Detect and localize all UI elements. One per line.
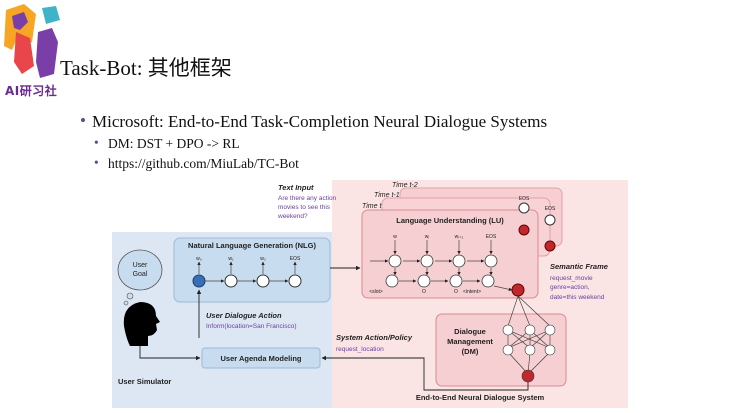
- semantic-frame-line: genre=action,: [550, 284, 590, 291]
- system-action-value: request_location: [336, 346, 384, 353]
- semantic-frame-line: date=this weekend: [550, 294, 605, 301]
- user-dialogue-action-value: Inform(location=San Francisco): [206, 323, 297, 330]
- user-goal-cloud-icon: [117, 249, 163, 306]
- e2e-title: End-to-End Neural Dialogue System: [416, 393, 545, 402]
- svg-text:<intent>: <intent>: [463, 289, 481, 295]
- svg-text:wᵢ: wᵢ: [425, 234, 430, 240]
- text-input-line: movies to see this: [278, 204, 331, 211]
- bullet-list: Microsoft: End-to-End Task-Completion Ne…: [80, 111, 547, 172]
- dm-title-line: (DM): [462, 347, 479, 356]
- dm-network: [502, 295, 556, 383]
- lu-output-nodes: EOS EOS: [493, 196, 556, 297]
- logo-brand-text: AI研习社: [5, 84, 58, 98]
- lu-title: Language Understanding (LU): [396, 216, 504, 225]
- user-simulator-title: User Simulator: [118, 377, 171, 386]
- lu-network: w wᵢ wᵢ₊₁ EOS <slot> O O <intent>: [369, 234, 498, 295]
- svg-text:wᵢ₊₁: wᵢ₊₁: [455, 234, 464, 240]
- airesearch-logo: AI研习社: [2, 2, 62, 98]
- user-head-icon: [123, 302, 160, 346]
- nlg-network: w₀ w₁ w₂ EOS: [192, 256, 302, 288]
- user-dialogue-action-heading: User Dialogue Action: [206, 311, 282, 320]
- time-label-t-1: Time t-1: [374, 192, 400, 199]
- user-goal-line: Goal: [133, 271, 148, 278]
- sub-bullet-item: DM: DST + DPO -> RL: [94, 135, 547, 152]
- tc-bot-architecture-diagram: Time t-2 Time t-1 Time t Language Unders…: [110, 178, 632, 410]
- semantic-frame-heading: Semantic Frame: [550, 262, 608, 271]
- svg-text:w₀: w₀: [196, 256, 202, 262]
- sub-bullet-link[interactable]: https://github.com/MiuLab/TC-Bot: [94, 155, 547, 172]
- dm-title-line: Management: [447, 337, 493, 346]
- system-action-heading: System Action/Policy: [336, 333, 413, 342]
- text-input-line: weekend?: [277, 213, 308, 220]
- svg-text:O: O: [454, 289, 458, 295]
- lu-box: [361, 209, 539, 299]
- time-label-t: Time t: [362, 203, 382, 210]
- time-label-t-2: Time t-2: [392, 182, 418, 189]
- user-agenda-box: [201, 347, 321, 369]
- dm-to-agenda-arrow: [321, 355, 529, 391]
- svg-text:<slot>: <slot>: [369, 289, 383, 295]
- svg-text:w₁: w₁: [228, 256, 234, 262]
- architecture-svg: Time t-2 Time t-1 Time t Language Unders…: [112, 180, 628, 408]
- svg-text:EOS: EOS: [486, 234, 497, 240]
- logo-mark-icon: [4, 4, 60, 78]
- user-agenda-label: User Agenda Modeling: [221, 354, 302, 363]
- svg-text:O: O: [422, 289, 426, 295]
- bullet-item: Microsoft: End-to-End Task-Completion Ne…: [80, 111, 547, 132]
- text-input-heading: Text Input: [278, 183, 314, 192]
- svg-text:EOS: EOS: [290, 256, 301, 262]
- text-input-line: Are there any action: [278, 195, 337, 202]
- svg-text:EOS: EOS: [545, 206, 556, 212]
- dm-title-line: Dialogue: [454, 327, 486, 336]
- semantic-frame-line: request_movie: [550, 275, 593, 282]
- nlg-title: Natural Language Generation (NLG): [188, 241, 316, 250]
- svg-text:w₂: w₂: [260, 256, 266, 262]
- svg-text:EOS: EOS: [519, 196, 530, 202]
- slide-title: Task-Bot: 其他框架: [60, 56, 232, 80]
- user-goal-line: User: [133, 262, 148, 269]
- svg-text:w: w: [393, 234, 397, 240]
